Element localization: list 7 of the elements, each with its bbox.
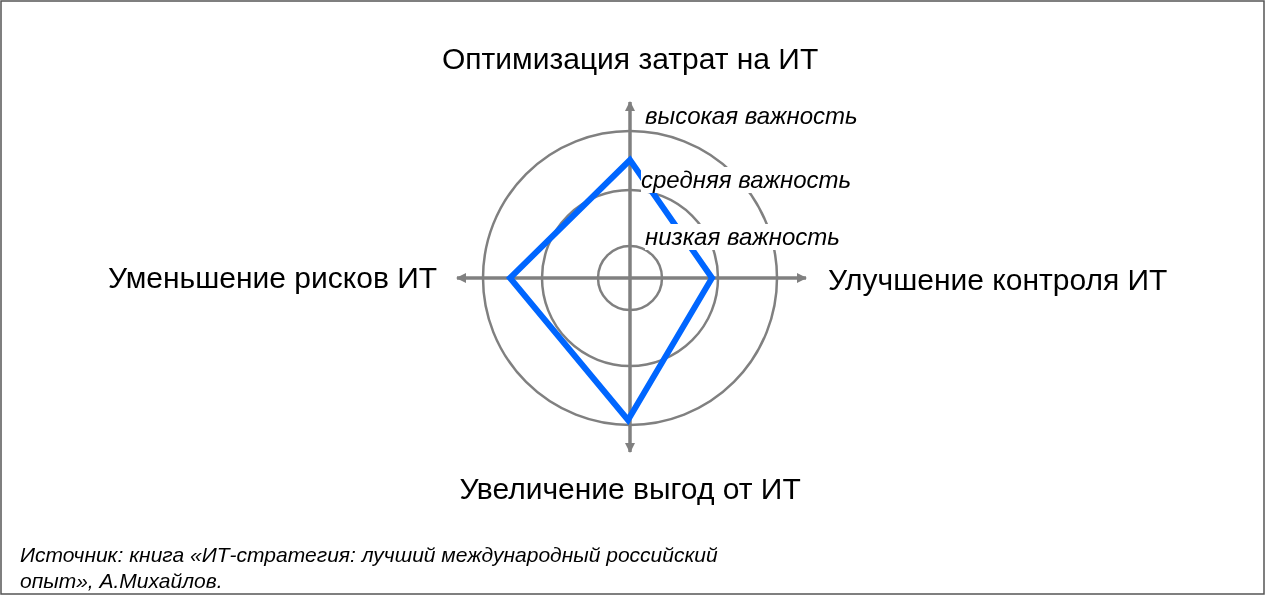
axis-label: Улучшение контроля ИТ [828, 263, 1168, 296]
level-label: средняя важность [641, 167, 852, 194]
level-label: низкая важность [645, 224, 840, 251]
source-caption: Источник: книга «ИТ-стратегия: лучший международный российский опыт», А.Михайлов. [20, 542, 719, 594]
axis-label: Уменьшение рисков ИТ [108, 261, 438, 294]
axis-label: Увеличение выгод от ИТ [459, 472, 801, 505]
axis-label: Оптимизация затрат на ИТ [442, 42, 819, 75]
